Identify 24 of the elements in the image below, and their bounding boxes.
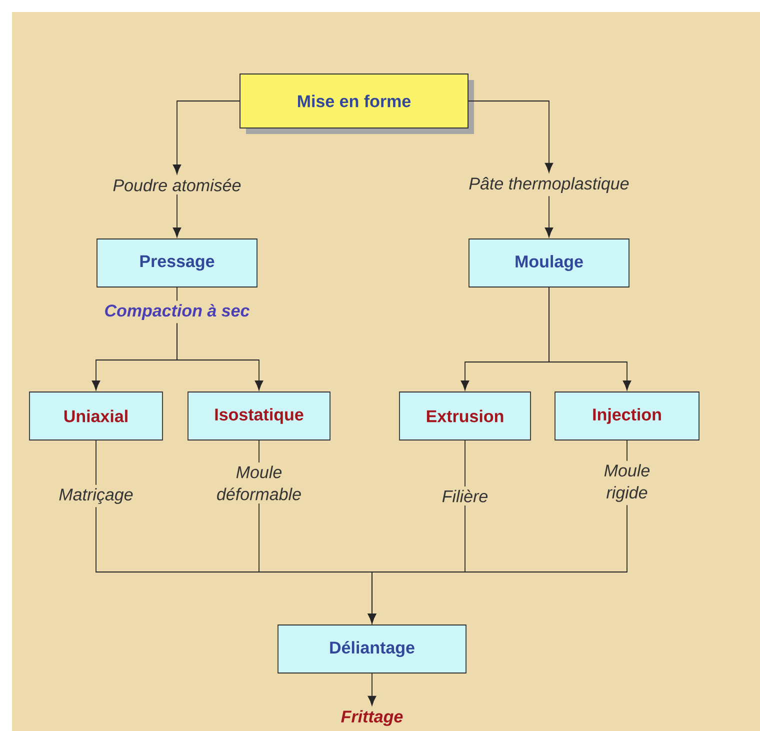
arrow xyxy=(176,322,264,390)
step-label: Moule déformable xyxy=(217,466,301,500)
process-box: Pressage xyxy=(96,238,258,288)
step-label: Matriçage xyxy=(59,488,133,504)
process-box: Uniaxial xyxy=(29,392,163,440)
process-box: Extrusion xyxy=(399,392,531,440)
process-box: Injection xyxy=(554,392,700,440)
step-label: Frittage xyxy=(341,710,403,726)
arrow xyxy=(368,504,628,624)
arrow xyxy=(172,194,182,238)
step-label: Poudre atomisée xyxy=(113,178,241,192)
arrow xyxy=(172,100,240,174)
arrow xyxy=(468,100,554,173)
process-box: Déliantage xyxy=(278,624,466,674)
arrow xyxy=(368,673,376,706)
arrow xyxy=(548,287,632,390)
arrow xyxy=(544,196,554,238)
step-label: Moule rigide xyxy=(604,464,650,502)
step-label: Compaction à sec xyxy=(105,304,250,320)
process-box: Isostatique xyxy=(188,392,330,440)
process-box: Mise en forme xyxy=(240,74,468,128)
step-label: Filière xyxy=(442,490,488,502)
step-label: Pâte thermoplastique xyxy=(469,177,629,193)
process-box: Moulage xyxy=(468,238,630,288)
